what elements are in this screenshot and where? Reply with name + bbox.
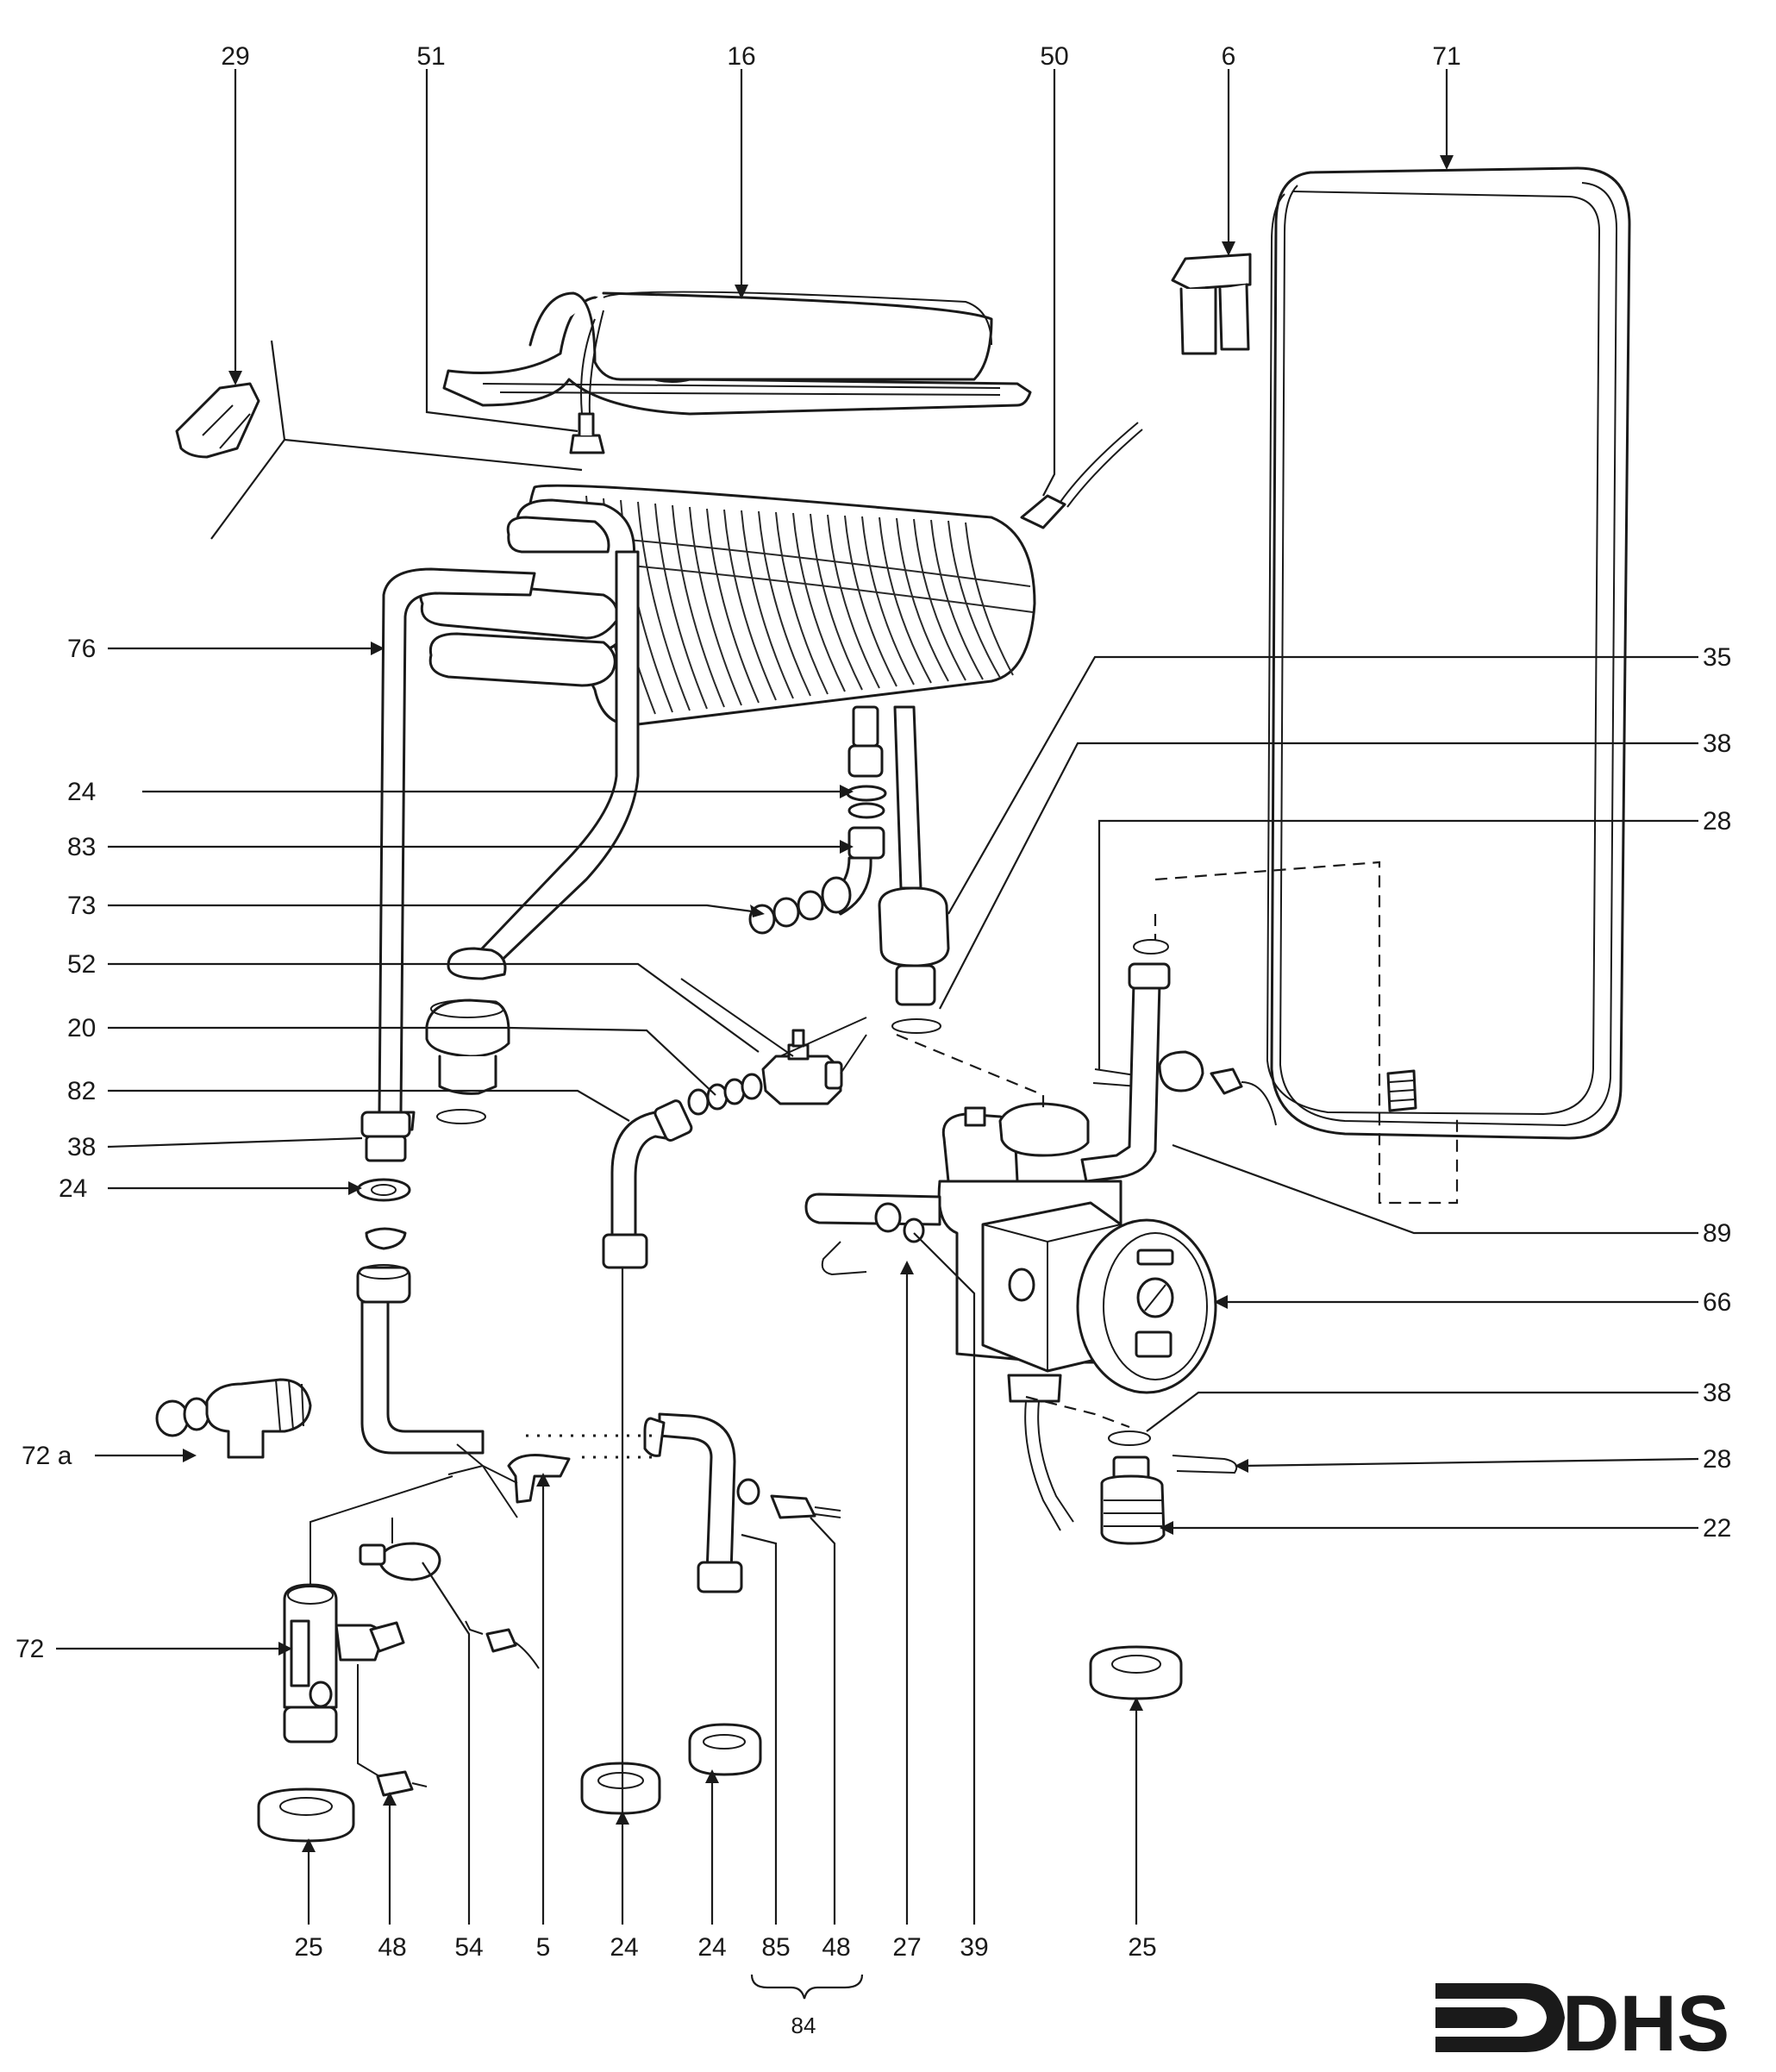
- label-82: 82: [67, 1077, 96, 1105]
- outlet-fittings: [748, 705, 887, 935]
- label-24-upper: 24: [67, 778, 96, 806]
- label-52: 52: [67, 950, 96, 979]
- label-38-left: 38: [67, 1133, 96, 1161]
- label-66: 66: [1703, 1288, 1731, 1317]
- clip-part-29: [175, 382, 260, 459]
- label-22: 22: [1703, 1514, 1731, 1543]
- arrowheads: [183, 155, 1454, 1852]
- bottom-nuts: [257, 1645, 1183, 1843]
- assembly-lines: [310, 861, 1459, 1777]
- label-72a: 72 a: [22, 1442, 72, 1470]
- label-24-bottom-b: 24: [697, 1933, 726, 1962]
- pipe-part-85: [643, 1412, 841, 1593]
- expansion-vessel-part-71: [1266, 166, 1631, 1140]
- label-50: 50: [1040, 42, 1068, 71]
- left-column-fittings: [356, 1111, 485, 1455]
- manifold-part-72: [283, 1542, 540, 1797]
- dhs-logo-mark: [1435, 1983, 1565, 2052]
- label-24-left: 24: [59, 1174, 87, 1203]
- sensor-part-50: [1020, 422, 1143, 529]
- label-24-bottom-a: 24: [610, 1933, 638, 1962]
- label-29: 29: [221, 42, 249, 71]
- label-5: 5: [536, 1933, 551, 1962]
- label-48-right: 48: [822, 1933, 850, 1962]
- bracket-part-6: [1171, 253, 1252, 355]
- label-76: 76: [67, 635, 96, 663]
- fitting-part-35: [878, 705, 950, 1034]
- label-25-right: 25: [1128, 1933, 1156, 1962]
- label-54: 54: [454, 1933, 483, 1962]
- pump-part-66: [804, 1102, 1217, 1531]
- dhs-logo-text: DHS: [1562, 1980, 1729, 2068]
- clip-part-27: [821, 1241, 867, 1276]
- pipe-part-82: [602, 1073, 763, 1269]
- label-20: 20: [67, 1014, 96, 1042]
- label-35: 35: [1703, 643, 1731, 672]
- label-28-lower: 28: [1703, 1445, 1731, 1474]
- label-84: 84: [791, 2013, 816, 2038]
- label-38-lower: 38: [1703, 1379, 1731, 1407]
- label-38-upper: 38: [1703, 729, 1731, 758]
- label-73: 73: [67, 892, 96, 920]
- label-85: 85: [761, 1933, 790, 1962]
- heat-exchanger: [419, 484, 1036, 726]
- pipe-part-89: [1080, 939, 1277, 1183]
- clip-part-5: [507, 1454, 571, 1504]
- valve-part-72a: [155, 1378, 312, 1459]
- label-89: 89: [1703, 1219, 1731, 1248]
- pump-outlet-fittings: [1100, 1430, 1238, 1545]
- label-83: 83: [67, 833, 96, 861]
- label-28-upper: 28: [1703, 807, 1731, 836]
- part-labels: 29 51 16 50 6 71 76 35 24 38 83 28 73 52…: [16, 42, 1731, 2038]
- dhs-logo: DHS: [1435, 1980, 1729, 2068]
- label-6: 6: [1222, 42, 1236, 71]
- electrode-part-51: [569, 310, 605, 454]
- hood-part-16: [442, 291, 1032, 416]
- label-27: 27: [892, 1933, 921, 1962]
- label-72: 72: [16, 1635, 44, 1663]
- label-51: 51: [416, 42, 445, 71]
- label-25-left: 25: [294, 1933, 322, 1962]
- label-48-left: 48: [378, 1933, 406, 1962]
- valve-part-52: [761, 1029, 843, 1105]
- label-71: 71: [1432, 42, 1460, 71]
- label-16: 16: [727, 42, 755, 71]
- label-39: 39: [960, 1933, 988, 1962]
